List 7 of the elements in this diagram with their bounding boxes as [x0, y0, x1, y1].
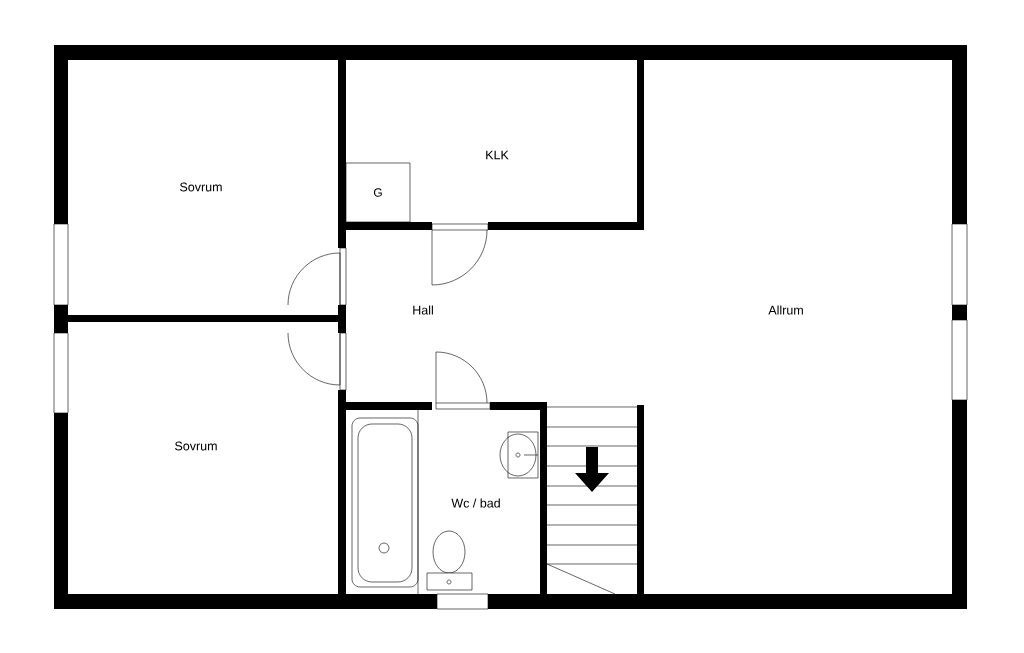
- room-label: Sovrum: [180, 182, 222, 192]
- room-label: KLK: [486, 150, 509, 160]
- room-label: Allrum: [768, 305, 803, 315]
- storage-box: G: [345, 162, 411, 223]
- room-label: Wc / bad: [451, 498, 500, 508]
- room-label: Hall: [413, 305, 433, 315]
- room-label: Sovrum: [175, 441, 217, 451]
